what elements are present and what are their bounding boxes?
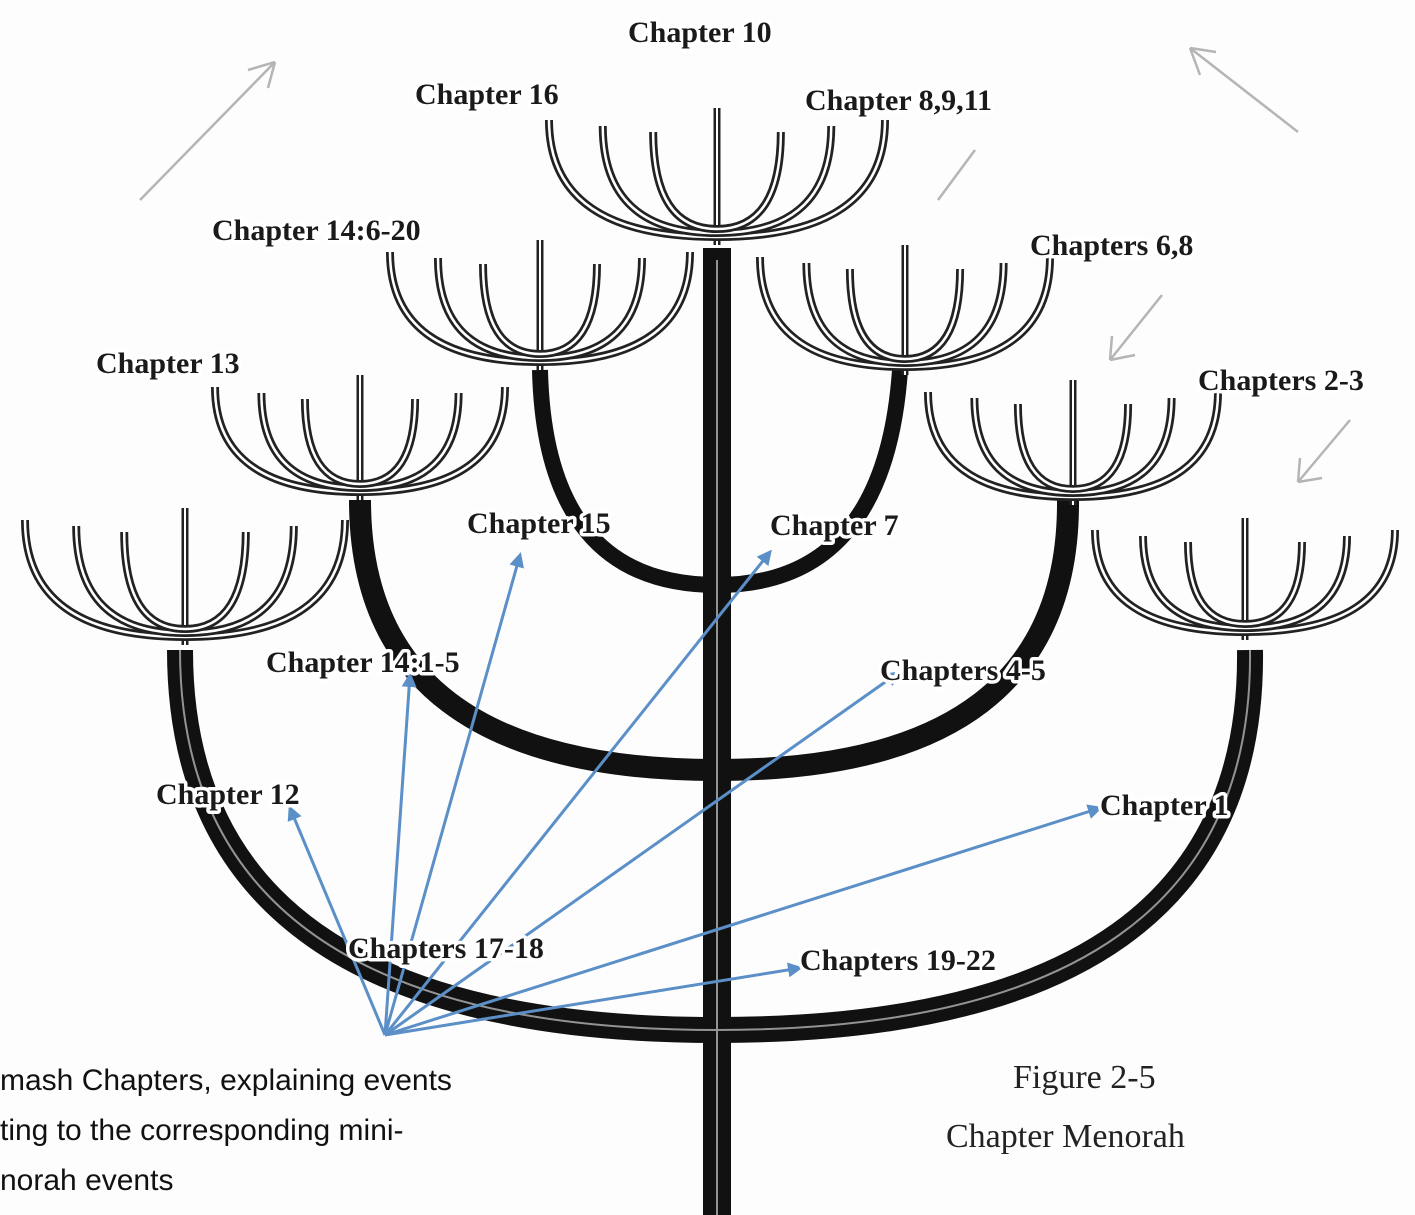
mini-menorah-lower-right	[1095, 518, 1395, 640]
label-chapter-12: Chapter 12	[156, 778, 300, 811]
label-chapters-4-5: Chapters 4-5	[880, 654, 1046, 687]
explanatory-note: mash Chapters, explaining events ting to…	[0, 1064, 452, 1197]
mini-menorah-upper-right	[760, 245, 1050, 375]
label-chapters-19-22: Chapters 19-22	[800, 944, 996, 977]
mini-menorah-middle-right	[928, 380, 1218, 505]
label-chapters-17-18: Chapters 17-18	[348, 932, 544, 965]
label-chapter-16: Chapter 16	[415, 78, 559, 111]
figure-caption: Figure 2-5 Chapter Menorah	[946, 1059, 1185, 1155]
figure-number: Figure 2-5	[1013, 1059, 1156, 1096]
label-chapter-8-9-11: Chapter 8,9,11	[805, 84, 992, 117]
label-chapter-14-1-5: Chapter 14:1-5	[266, 646, 460, 679]
label-chapter-1: Chapter 1	[1100, 789, 1229, 822]
note-line-1: mash Chapters, explaining events	[0, 1064, 452, 1097]
note-line-3: norah events	[0, 1164, 173, 1197]
label-chapter-7: Chapter 7	[770, 509, 899, 542]
mini-menorah-upper-left	[390, 240, 690, 370]
label-chapters-6-8: Chapters 6,8	[1030, 229, 1193, 262]
label-chapter-13: Chapter 13	[96, 347, 240, 380]
note-line-2: ting to the corresponding mini-	[0, 1114, 404, 1147]
mini-menorah-lower-left	[25, 508, 345, 645]
mini-menorah-middle-left	[215, 375, 505, 500]
label-chapter-14-6-20: Chapter 14:6-20	[212, 214, 421, 247]
label-chapters-2-3: Chapters 2-3	[1198, 364, 1364, 397]
figure-title: Chapter Menorah	[946, 1118, 1185, 1155]
label-chapter-15: Chapter 15	[467, 507, 611, 540]
label-chapter-10: Chapter 10	[628, 16, 772, 49]
mini-menorah-top	[549, 108, 885, 245]
